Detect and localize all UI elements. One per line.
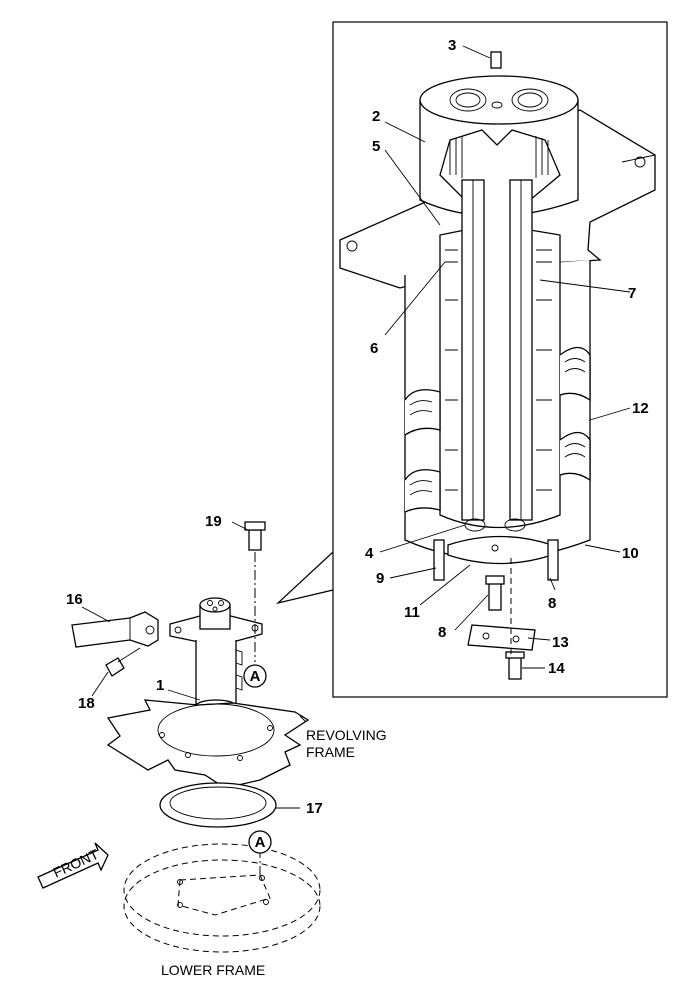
callout-14: 14 xyxy=(548,660,565,677)
callout-10: 10 xyxy=(622,545,639,562)
callout-8-center: 8 xyxy=(438,624,446,641)
callout-3: 3 xyxy=(448,37,456,54)
reference-mark-bottom xyxy=(248,830,272,854)
swivel-joint-detail xyxy=(339,51,656,680)
callout-18: 18 xyxy=(78,695,95,712)
detail-pointer xyxy=(275,551,334,605)
reference-mark-bottom-label: A xyxy=(255,834,266,851)
callout-12: 12 xyxy=(632,400,649,417)
detail-leaders xyxy=(379,45,631,669)
revolving-frame-label-line2: FRAME xyxy=(306,744,355,760)
callout-7: 7 xyxy=(628,285,636,302)
revolving-frame-label-line1: REVOLVING xyxy=(306,727,387,743)
callout-4: 4 xyxy=(365,545,374,562)
front-label: FRONT xyxy=(51,846,102,881)
callout-17: 17 xyxy=(306,800,323,817)
detail-frame xyxy=(332,21,668,698)
callout-8-right: 8 xyxy=(548,595,556,612)
callout-13: 13 xyxy=(552,634,569,651)
reference-mark-top xyxy=(243,664,267,688)
main-assembly xyxy=(71,521,321,953)
callout-1: 1 xyxy=(156,677,164,694)
main-leaders xyxy=(81,521,307,809)
callout-16: 16 xyxy=(66,591,83,608)
callout-9: 9 xyxy=(376,570,384,587)
callout-6: 6 xyxy=(370,340,378,357)
front-arrow-icon xyxy=(37,842,109,889)
callout-2: 2 xyxy=(372,108,380,125)
callout-11: 11 xyxy=(404,604,420,621)
reference-mark-top-label: A xyxy=(250,668,261,685)
callout-19: 19 xyxy=(205,513,222,530)
lower-frame-label: LOWER FRAME xyxy=(161,962,265,978)
callout-5: 5 xyxy=(372,138,380,155)
